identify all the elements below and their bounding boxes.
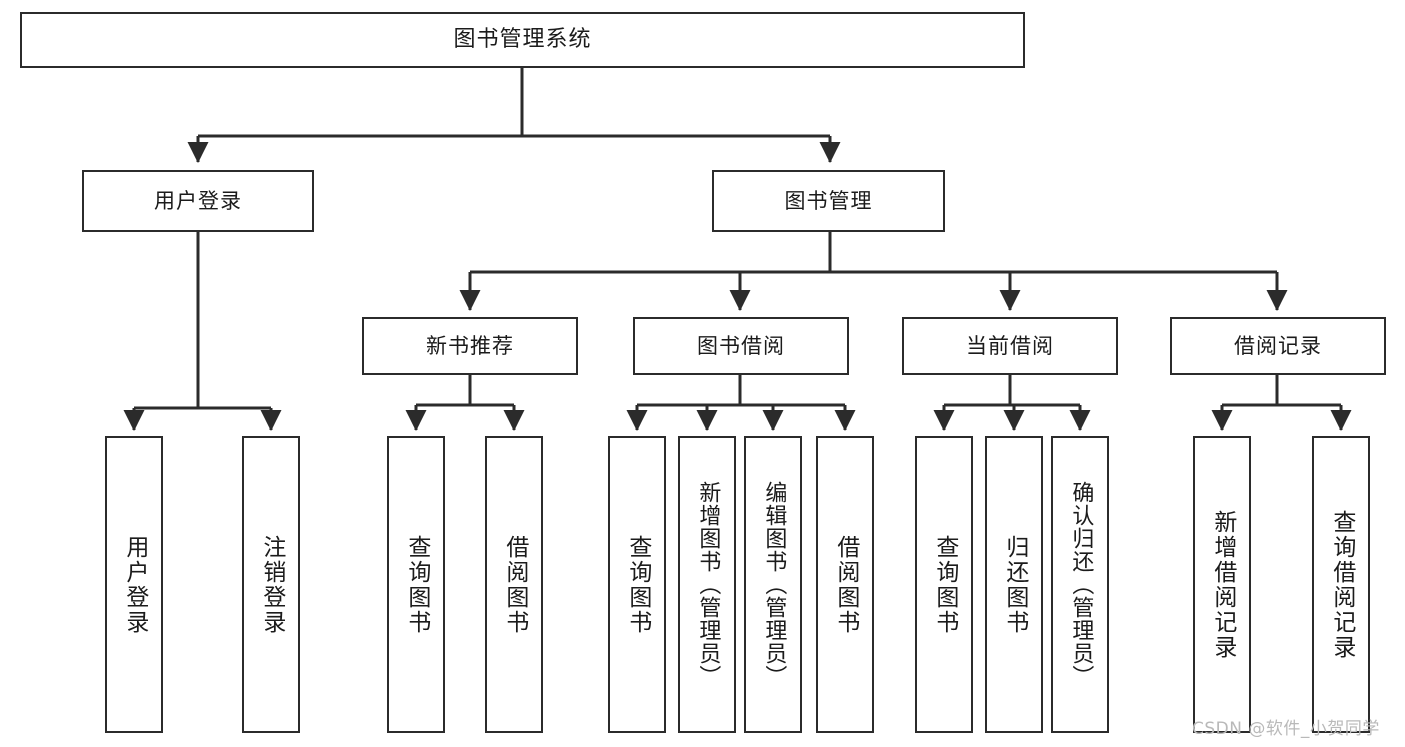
node-label: 查询图书 <box>931 534 958 635</box>
leaf-add-book[interactable]: 新增图书（管理员） <box>678 436 736 733</box>
node-user-login[interactable]: 用户登录 <box>82 170 314 232</box>
csdn-watermark: CSDN @软件_小贺同学 <box>1192 714 1380 739</box>
node-label: 查询借阅记录 <box>1328 509 1355 660</box>
leaf-borrow-book-1[interactable]: 借阅图书 <box>485 436 543 733</box>
node-label: 注销登录 <box>258 534 285 635</box>
leaf-user-login[interactable]: 用户登录 <box>105 436 163 733</box>
node-label: 查询图书 <box>624 534 651 635</box>
node-new-book-recommend[interactable]: 新书推荐 <box>362 317 578 375</box>
node-label: 新增借阅记录 <box>1209 509 1236 660</box>
leaf-borrow-book-2[interactable]: 借阅图书 <box>816 436 874 733</box>
node-label: 编辑图书（管理员） <box>761 481 787 688</box>
leaf-return-book[interactable]: 归还图书 <box>985 436 1043 733</box>
node-current-borrow[interactable]: 当前借阅 <box>902 317 1118 375</box>
node-label: 图书借阅 <box>697 333 785 358</box>
node-label: 新书推荐 <box>426 333 514 358</box>
leaf-add-record[interactable]: 新增借阅记录 <box>1193 436 1251 733</box>
watermark-text: CSDN @软件_小贺同学 <box>1192 719 1380 739</box>
node-book-borrow[interactable]: 图书借阅 <box>633 317 849 375</box>
leaf-confirm-return[interactable]: 确认归还（管理员） <box>1051 436 1109 733</box>
node-label: 归还图书 <box>1001 534 1028 635</box>
leaf-query-book-3[interactable]: 查询图书 <box>915 436 973 733</box>
leaf-logout-login[interactable]: 注销登录 <box>242 436 300 733</box>
node-label: 当前借阅 <box>966 333 1054 358</box>
node-label: 借阅记录 <box>1234 333 1322 358</box>
node-label: 确认归还（管理员） <box>1068 481 1094 688</box>
node-label: 用户登录 <box>121 534 148 635</box>
node-borrow-record[interactable]: 借阅记录 <box>1170 317 1386 375</box>
node-label: 用户登录 <box>154 188 242 213</box>
node-label: 图书管理 <box>784 188 873 213</box>
leaf-edit-book[interactable]: 编辑图书（管理员） <box>744 436 802 733</box>
leaf-query-book-2[interactable]: 查询图书 <box>608 436 666 733</box>
node-label: 图书管理系统 <box>453 27 592 53</box>
leaf-query-record[interactable]: 查询借阅记录 <box>1312 436 1370 733</box>
node-book-manage[interactable]: 图书管理 <box>712 170 945 232</box>
leaf-query-book-1[interactable]: 查询图书 <box>387 436 445 733</box>
node-label: 借阅图书 <box>832 534 859 635</box>
node-root-book-management-system[interactable]: 图书管理系统 <box>20 12 1025 68</box>
node-label: 借阅图书 <box>501 534 528 635</box>
node-label: 新增图书（管理员） <box>695 481 721 688</box>
node-label: 查询图书 <box>403 534 430 635</box>
